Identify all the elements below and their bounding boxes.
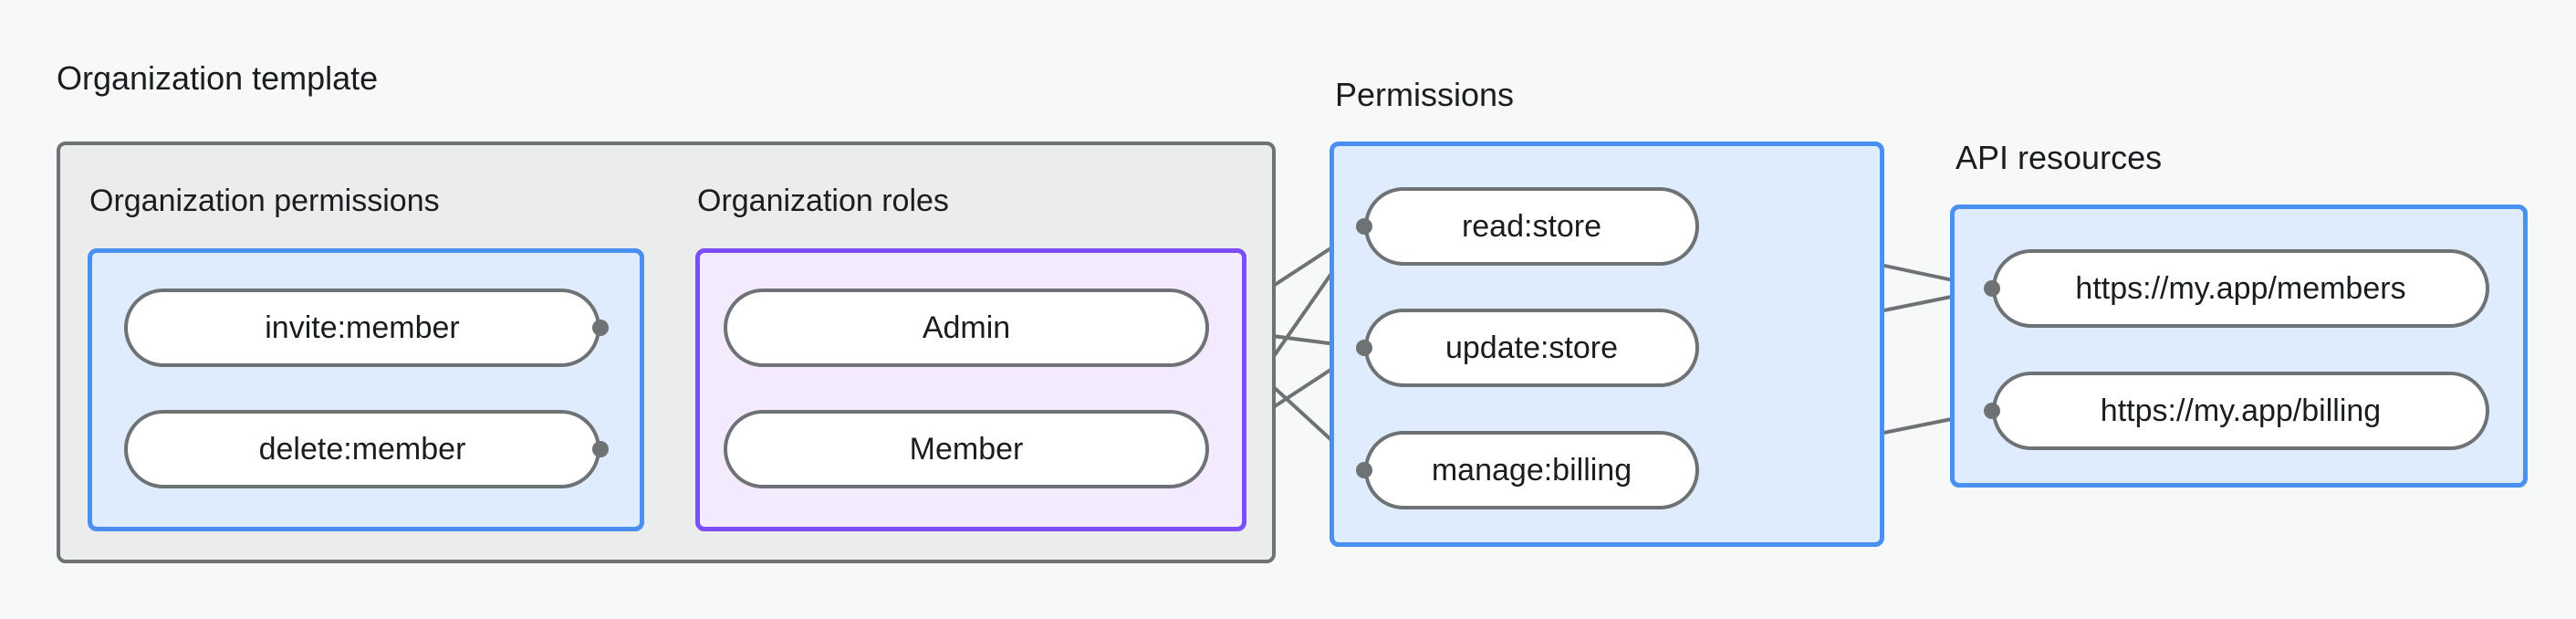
connector-dot-billing-resource [1984,403,2000,419]
connector-dot-manage-billing-in [1356,462,1372,478]
connector-dot-update-store-in [1356,340,1372,356]
group-label-permissions: Permissions [1335,76,1515,113]
node-admin-label: Admin [922,310,1011,345]
node-delete-member-label: delete:member [258,431,466,467]
node-members-resource-label: https://my.app/members [2075,270,2406,306]
node-member-label: Member [909,431,1024,467]
node-update-store[interactable]: update:store [1364,309,1699,387]
connector-dot-invite-member [592,320,609,336]
node-delete-member[interactable]: delete:member [124,410,600,488]
node-billing-resource-label: https://my.app/billing [2100,393,2382,428]
node-read-store[interactable]: read:store [1364,187,1699,266]
node-member[interactable]: Member [724,410,1209,488]
node-manage-billing[interactable]: manage:billing [1364,431,1699,509]
node-members-resource[interactable]: https://my.app/members [1992,249,2489,328]
node-manage-billing-label: manage:billing [1431,452,1632,488]
section-label-organization-roles: Organization roles [697,184,949,218]
node-update-store-label: update:store [1444,330,1619,365]
group-label-api-resources: API resources [1955,139,2163,176]
connector-dot-read-store-in [1356,218,1372,235]
connector-dot-delete-member [592,441,609,457]
node-invite-member[interactable]: invite:member [124,289,600,367]
node-admin[interactable]: Admin [724,289,1209,367]
section-label-organization-permissions: Organization permissions [89,184,440,218]
node-read-store-label: read:store [1461,208,1602,244]
node-invite-member-label: invite:member [265,310,460,345]
connector-dot-members-resource [1984,280,2000,297]
group-label-organization-template: Organization template [57,59,379,97]
node-billing-resource[interactable]: https://my.app/billing [1992,372,2489,450]
